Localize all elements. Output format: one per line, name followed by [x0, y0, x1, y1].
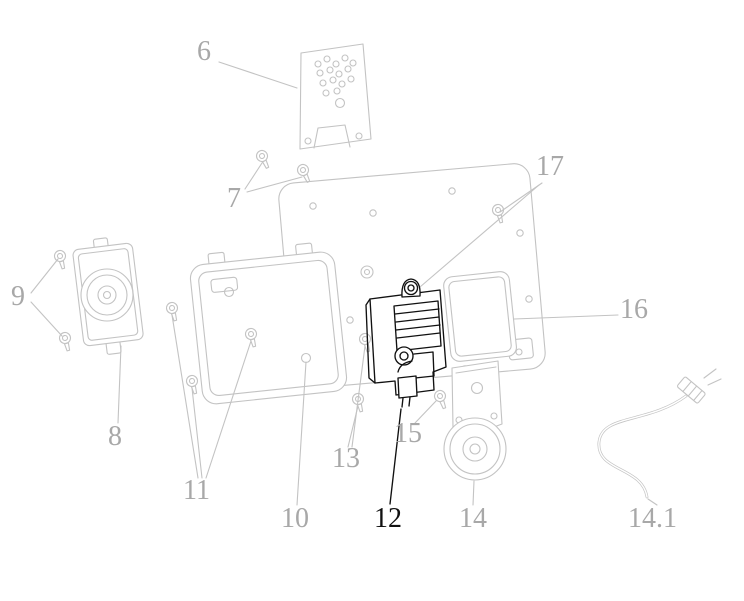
leader-line-12 [389, 408, 402, 505]
part-label-10: 10 [281, 503, 309, 534]
part-12-drawing [365, 278, 447, 505]
part-label-9: 9 [11, 281, 25, 312]
part-label-12: 12 [374, 503, 402, 534]
part-label-13: 13 [332, 443, 360, 474]
part-label-14-1: 14.1 [628, 503, 677, 534]
screw-icon [295, 162, 315, 185]
part-6-drawing [299, 43, 372, 150]
part-label-11: 11 [183, 475, 210, 506]
part-14-1-drawing [597, 368, 722, 499]
part-label-16: 16 [620, 294, 648, 325]
part-label-15: 15 [394, 418, 422, 449]
leader-lines [30, 61, 658, 506]
part-label-7: 7 [227, 183, 241, 214]
part-label-14: 14 [459, 503, 487, 534]
part-16-drawing [443, 271, 534, 362]
screw-icon [254, 148, 274, 171]
part-label-6: 6 [197, 36, 211, 67]
muted-parts-layer [30, 43, 722, 506]
part-14-drawing [443, 360, 507, 481]
part-label-17: 17 [536, 151, 564, 182]
part-label-8: 8 [108, 421, 122, 452]
screw-icon [52, 248, 70, 271]
screw-icon [432, 388, 451, 411]
part-10-drawing [189, 242, 348, 405]
part-8-drawing [72, 237, 144, 355]
